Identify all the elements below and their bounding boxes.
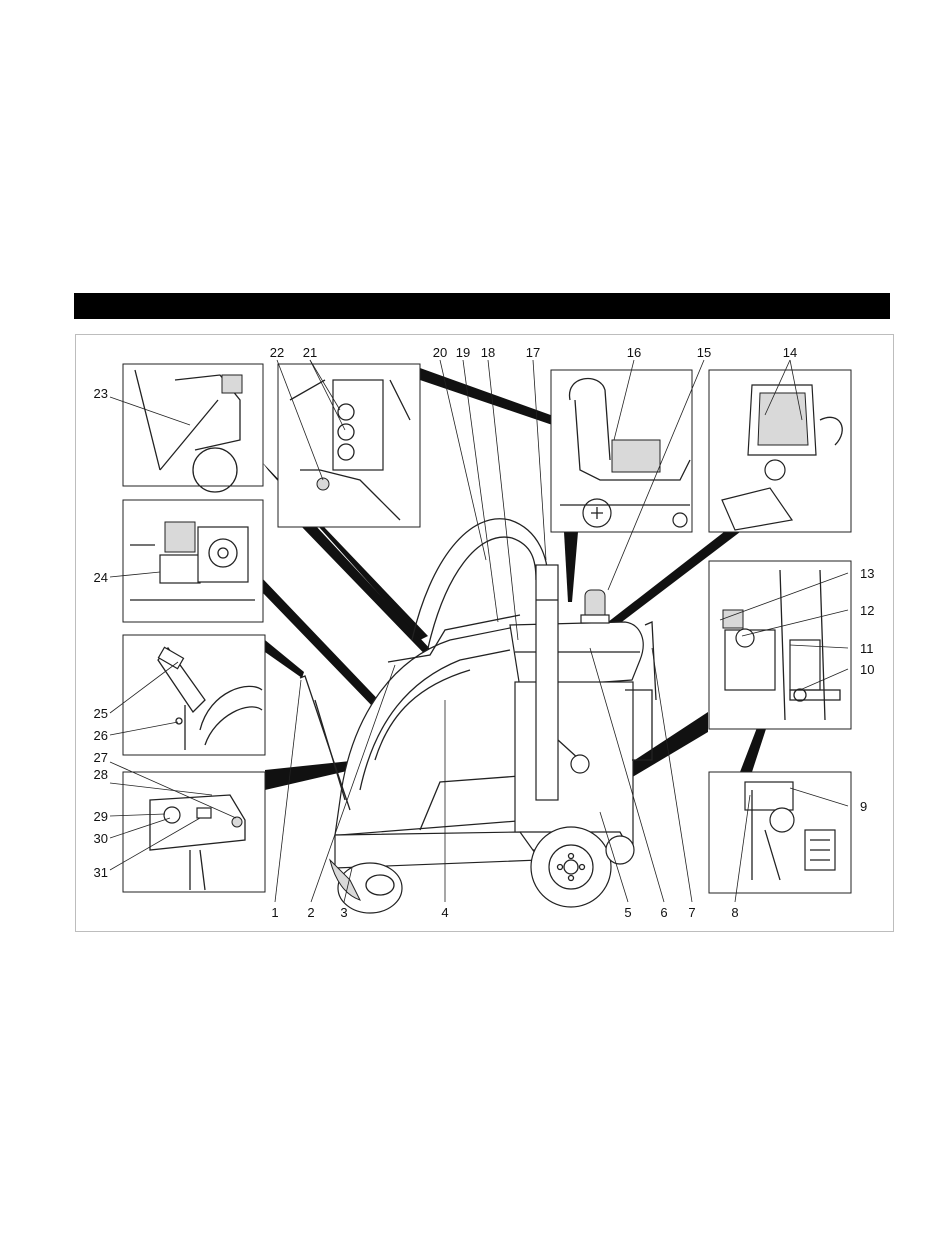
callout-1: 1 [271, 905, 278, 920]
callout-18: 18 [481, 345, 495, 360]
callout-10: 10 [860, 662, 874, 677]
detail-panel-14 [709, 370, 851, 532]
callout-24: 24 [94, 570, 108, 585]
callout-21: 21 [303, 345, 317, 360]
callout-9: 9 [860, 799, 867, 814]
callout-11: 11 [860, 641, 874, 656]
callout-15: 15 [697, 345, 711, 360]
callout-29: 29 [94, 809, 108, 824]
detail-panel-23 [123, 364, 263, 492]
callout-5: 5 [624, 905, 631, 920]
callout-7: 7 [688, 905, 695, 920]
detail-panel-8-9 [709, 772, 851, 893]
callout-31: 31 [94, 865, 108, 880]
callout-30: 30 [94, 831, 108, 846]
detail-panel-27-31 [123, 772, 265, 892]
callout-4: 4 [441, 905, 448, 920]
callout-6: 6 [660, 905, 667, 920]
detail-panel-25-26 [123, 635, 265, 755]
detail-panel-15-16 [551, 370, 692, 532]
callout-3: 3 [340, 905, 347, 920]
callout-2: 2 [307, 905, 314, 920]
callout-17: 17 [526, 345, 540, 360]
detail-panel-24 [123, 500, 263, 622]
callout-20: 20 [433, 345, 447, 360]
detail-panel-10-13 [709, 561, 851, 729]
callout-13: 13 [860, 566, 874, 581]
callout-12: 12 [860, 603, 874, 618]
callout-22: 22 [270, 345, 284, 360]
callout-28: 28 [94, 767, 108, 782]
wedge-detail-15 [564, 532, 578, 602]
callout-27: 27 [94, 750, 108, 765]
callout-8: 8 [731, 905, 738, 920]
callout-14: 14 [783, 345, 797, 360]
callout-25: 25 [94, 706, 108, 721]
callout-23: 23 [94, 386, 108, 401]
detail-panel-21-22 [278, 364, 420, 527]
callout-16: 16 [627, 345, 641, 360]
callout-19: 19 [456, 345, 470, 360]
wedge-detail-25 [265, 640, 304, 678]
callout-26: 26 [94, 728, 108, 743]
